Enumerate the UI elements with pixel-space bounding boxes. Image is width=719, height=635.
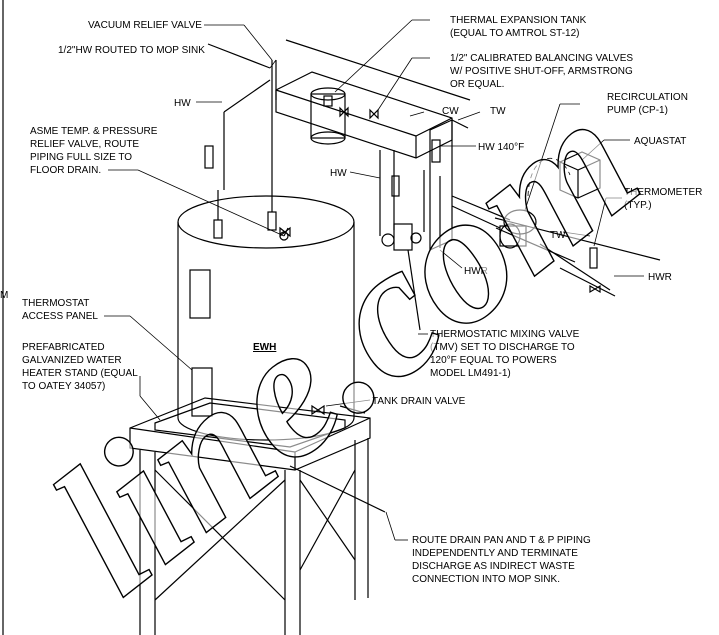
vacuum-relief-valve-label: VACUUM RELIEF VALVE <box>88 20 202 31</box>
thermal-tank-label-2: (EQUAL TO AMTROL ST-12) <box>450 28 579 39</box>
route-note-1: ROUTE DRAIN PAN AND T & P PIPING <box>412 535 591 546</box>
tw-right-label: TW <box>550 230 566 241</box>
aquastat-label: AQUASTAT <box>634 136 686 147</box>
route-note-2: INDEPENDENTLY AND TERMINATE <box>412 548 578 559</box>
route-note-4: CONNECTION INTO MOP SINK. <box>412 574 560 585</box>
thermostatic-mixing-valve <box>381 223 422 251</box>
thermostat-label-2: ACCESS PANEL <box>22 311 98 322</box>
hw140-label: HW 140°F <box>478 142 524 153</box>
hw-thermometer <box>204 145 214 169</box>
tank-drain-valve-label: TANK DRAIN VALVE <box>372 396 466 407</box>
hwr-right-label: HWR <box>648 272 672 283</box>
stand-label-1: PREFABRICATED <box>22 342 105 353</box>
mixing-valve-label-2: (TMV) SET TO DISCHARGE TO <box>430 342 575 353</box>
ewh-tag: EWH <box>253 342 276 353</box>
hw-routed-label: 1/2"HW ROUTED TO MOP SINK <box>58 45 205 56</box>
stand-label-4: TO OATEY 34057) <box>22 381 105 392</box>
leader-lines <box>104 19 644 541</box>
route-note-3: DISCHARGE AS INDIRECT WASTE <box>412 561 575 572</box>
asme-label-2: RELIEF VALVE, ROUTE <box>30 139 139 150</box>
asme-label-3: PIPING FULL SIZE TO <box>30 152 132 163</box>
hwr-mid-label: HWR <box>464 266 488 277</box>
mixing-valve-label-1: THERMOSTATIC MIXING VALVE <box>430 329 580 340</box>
balancing-valve-label-3: OR EQUAL. <box>450 79 504 90</box>
balancing-valve-label-1: 1/2" CALIBRATED BALANCING VALVES <box>450 53 633 64</box>
recirc-pump-label-2: PUMP (CP-1) <box>607 105 668 116</box>
stand-label-3: HEATER STAND (EQUAL <box>22 368 138 379</box>
hw-thermometer-2 <box>391 175 400 197</box>
mixing-valve-label-4: MODEL LM491-1) <box>430 368 511 379</box>
tw-top-label: TW <box>490 106 506 117</box>
tw-thermometer <box>589 247 598 269</box>
mixing-valve-label-3: 120°F EQUAL TO POWERS <box>430 355 557 366</box>
thermal-expansion-tank <box>310 87 346 145</box>
thermometer-label-1: THERMOMETER <box>624 187 702 198</box>
hw140-thermometer <box>431 139 441 163</box>
hw-left-label: HW <box>174 98 191 109</box>
asme-label-4: FLOOR DRAIN. <box>30 165 101 176</box>
balancing-valve-label-2: W/ POSITIVE SHUT-OFF, ARMSTRONG <box>450 66 633 77</box>
thermostat-label-1: THERMOSTAT <box>22 298 89 309</box>
thermometer-label-2: (TYP.) <box>624 200 652 211</box>
edge-fragment: M <box>0 290 8 301</box>
upper-access-panel <box>189 269 211 319</box>
stand-label-2: GALVANIZED WATER <box>22 355 122 366</box>
aquastat-box <box>559 151 601 199</box>
recirculation-pump <box>499 209 537 249</box>
recirc-pump-label-1: RECIRCULATION <box>607 92 688 103</box>
thermal-tank-label-1: THERMAL EXPANSION TANK <box>450 15 587 26</box>
cw-label: CW <box>442 106 459 117</box>
lower-access-panel <box>191 367 213 417</box>
piping <box>207 39 661 513</box>
asme-label-1: ASME TEMP. & PRESSURE <box>30 126 158 137</box>
hw-mid-label: HW <box>330 168 347 179</box>
